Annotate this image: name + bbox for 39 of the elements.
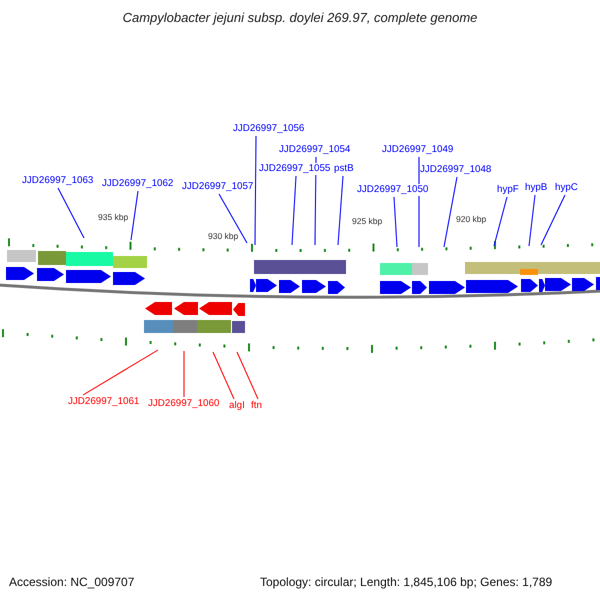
leader-line bbox=[444, 176, 458, 248]
gene-label: JJD26997_1061 bbox=[68, 396, 140, 408]
gene-label: JJD26997_1056 bbox=[233, 123, 304, 135]
gene-label: JJD26997_1050 bbox=[357, 184, 428, 196]
gene-label: JJD26997_1062 bbox=[102, 178, 174, 190]
position-label: 925 kbp bbox=[352, 216, 382, 226]
gene-label: algI bbox=[229, 400, 245, 412]
leader-line bbox=[254, 136, 256, 246]
leader-line bbox=[212, 352, 234, 400]
footer-text: Topology: circular; Length: 1,845,106 bp; Genes: 1,789 bbox=[260, 575, 552, 589]
gene-label: pstB bbox=[334, 163, 354, 175]
leader-line bbox=[292, 176, 296, 246]
leader-line bbox=[494, 196, 508, 246]
gene-label: JJD26997_1063 bbox=[22, 175, 94, 187]
gene-label: JJD26997_1049 bbox=[382, 144, 454, 156]
gene-label: JJD26997_1054 bbox=[279, 144, 350, 156]
position-label: 920 kbp bbox=[456, 214, 486, 224]
leader-line bbox=[236, 352, 258, 400]
leader-line bbox=[82, 350, 158, 396]
leader-line bbox=[130, 190, 138, 240]
gene-label: JJD26997_1048 bbox=[420, 164, 492, 176]
leader-line bbox=[394, 196, 398, 248]
footer-text: Accession: NC_009707 bbox=[9, 575, 134, 589]
gene-label: JJD26997_1055 bbox=[259, 163, 330, 175]
gene-label: hypF bbox=[497, 184, 519, 196]
title: Campylobacter jejuni subsp. doylei 269.97, complete genome bbox=[122, 10, 478, 25]
gene-label: JJD26997_1057 bbox=[182, 181, 254, 193]
leader-line bbox=[540, 194, 566, 246]
leader-line bbox=[314, 156, 316, 246]
leader-line bbox=[418, 156, 420, 248]
gene-label: JJD26997_1060 bbox=[148, 398, 220, 410]
leader-line bbox=[58, 188, 84, 238]
position-label: 935 kbp bbox=[98, 212, 128, 222]
gene-label: hypC bbox=[555, 182, 578, 194]
leader-line bbox=[218, 194, 248, 244]
leader-line bbox=[338, 176, 344, 246]
leader-line bbox=[528, 194, 536, 246]
position-label: 930 kbp bbox=[208, 231, 238, 241]
gene-label: hypB bbox=[525, 182, 548, 194]
